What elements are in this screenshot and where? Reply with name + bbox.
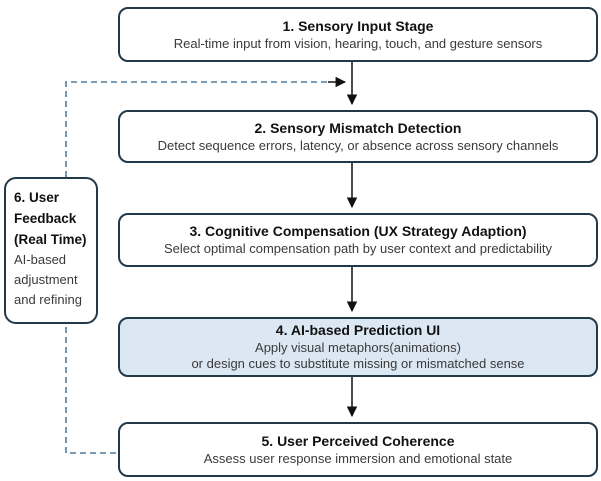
stage-subtitle-line: Apply visual metaphors(animations) [255,339,461,355]
dashed-feedback-line-lower [65,324,116,454]
stage-subtitle: Detect sequence errors, latency, or abse… [157,137,559,153]
stage-box-sensory-mismatch-detection: 2. Sensory Mismatch Detection Detect seq… [118,110,598,163]
feedback-box-title: 6. User Feedback (Real Time) [14,190,87,247]
stage-subtitle: Real-time input from vision, hearing, to… [173,35,543,51]
stage-box-ai-prediction-ui: 4. AI-based Prediction UI Apply visual m… [118,317,598,377]
stage-subtitle: Select optimal compensation path by user… [163,241,553,256]
stage-box-sensory-input: 1. Sensory Input Stage Real-time input f… [118,7,598,62]
stage-box-cognitive-compensation: 3. Cognitive Compensation (UX Strategy A… [118,213,598,267]
stage-subtitle-line: or design cues to substitute missing or … [191,356,525,372]
stage-title: 3. Cognitive Compensation (UX Strategy A… [189,223,527,240]
stage-box-user-perceived-coherence: 5. User Perceived Coherence Assess user … [118,422,598,477]
feedback-box-user-feedback: 6. User Feedback (Real Time) AI-based ad… [4,177,98,324]
stage-title: 1. Sensory Input Stage [282,17,434,34]
stage-title: 4. AI-based Prediction UI [275,321,441,338]
stage-subtitle: Assess user response immersion and emoti… [203,450,513,466]
feedback-box-subtitle: AI-based adjustment and refining [14,252,82,307]
stage-title: 2. Sensory Mismatch Detection [254,119,462,136]
stage-title: 5. User Perceived Coherence [261,432,455,449]
